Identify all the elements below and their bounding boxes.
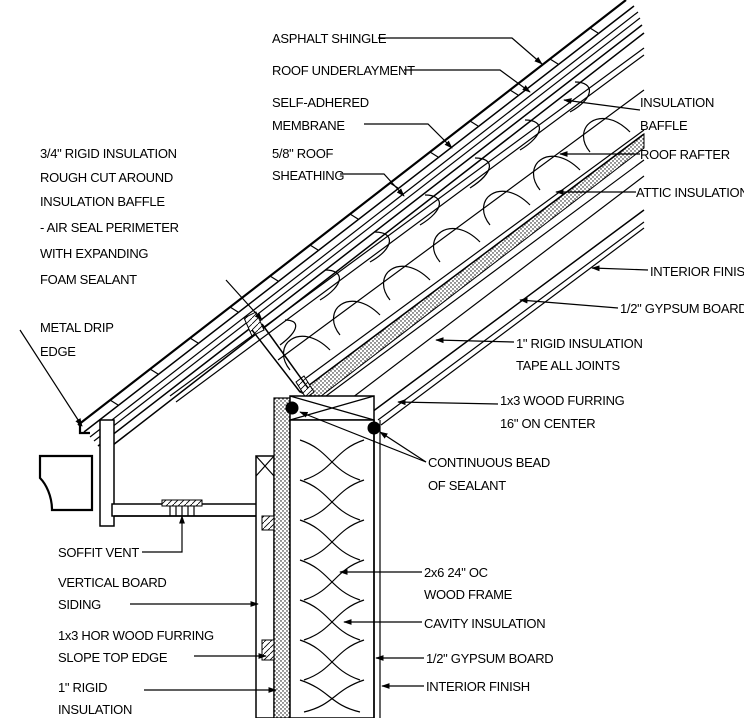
sealant-bead-2 <box>367 421 381 435</box>
label-hor-furring-1: 1x3 HOR WOOD FURRING <box>58 628 214 643</box>
label-rigid-roof-1: 1" RIGID INSULATION <box>516 336 643 351</box>
label-rigid-wall-2: INSULATION <box>58 702 132 717</box>
roof-furring-line <box>371 209 645 413</box>
roof-gypsum-line-2 <box>380 227 645 426</box>
label-furring-roof-2: 16" ON CENTER <box>500 416 595 431</box>
label-wood-frame-1: 2x6 24" OC <box>424 565 488 580</box>
wall-assembly <box>255 395 381 718</box>
label-attic-insulation: ATTIC INSULATION <box>636 185 744 200</box>
rigid-insulation-chunk <box>243 311 265 337</box>
roof-assembly <box>77 0 645 453</box>
label-sealant-2: OF SEALANT <box>428 478 506 493</box>
label-insulation-baffle-1: INSULATION <box>640 95 714 110</box>
label-self-adhered-1: SELF-ADHERED <box>272 95 369 110</box>
label-cavity-insulation: CAVITY INSULATION <box>424 616 545 631</box>
labels: ASPHALT SHINGLE ROOF UNDERLAYMENT SELF-A… <box>40 31 744 717</box>
label-insulation-baffle-2: BAFFLE <box>640 118 688 133</box>
membrane-line <box>93 17 641 442</box>
cavity-insulation <box>299 439 365 713</box>
label-furring-roof-1: 1x3 WOOD FURRING <box>500 393 625 408</box>
label-siding-2: SIDING <box>58 597 101 612</box>
roof-sheathing-top <box>97 24 643 447</box>
wall-rigid-insulation <box>273 397 291 718</box>
label-asphalt-shingle: ASPHALT SHINGLE <box>272 31 387 46</box>
metal-drip-edge <box>78 425 90 435</box>
label-rigid-wall-1: 1" RIGID <box>58 680 107 695</box>
label-rigid-roof-2: TAPE ALL JOINTS <box>516 358 620 373</box>
label-self-adhered-2: MEMBRANE <box>272 118 345 133</box>
baffle-block <box>251 329 301 393</box>
sealant-bead-1 <box>285 401 299 415</box>
label-rigid-baffle-1: 3/4" RIGID INSULATION <box>40 146 177 161</box>
insulation-baffle-line <box>169 47 645 397</box>
label-sheathing-2: SHEATHING <box>272 168 344 183</box>
label-rigid-baffle-4: - AIR SEAL PERIMETER <box>40 220 179 235</box>
gutter <box>38 454 94 512</box>
label-gypsum-wall: 1/2" GYPSUM BOARD <box>426 651 553 666</box>
attic-insulation <box>277 81 645 379</box>
fascia-board <box>99 419 115 527</box>
hor-furring-1 <box>261 515 275 531</box>
label-roof-rafter: ROOF RAFTER <box>640 147 730 162</box>
label-metal-drip-2: EDGE <box>40 344 76 359</box>
insulation-baffle-line-2 <box>175 54 645 403</box>
label-rigid-baffle-5: WITH EXPANDING <box>40 246 148 261</box>
roof-gypsum-line-1 <box>377 221 645 421</box>
label-rigid-baffle-3: INSULATION BAFFLE <box>40 194 165 209</box>
label-roof-underlayment: ROOF UNDERLAYMENT <box>272 63 415 78</box>
label-siding-1: VERTICAL BOARD <box>58 575 167 590</box>
asphalt-shingle-layer <box>77 0 635 433</box>
hor-furring-2 <box>261 639 275 661</box>
wall-cavity <box>289 419 375 718</box>
label-rigid-baffle-6: FOAM SEALANT <box>40 272 137 287</box>
label-rigid-baffle-2: ROUGH CUT AROUND <box>40 170 173 185</box>
label-interior-finish-wall: INTERIOR FINISH <box>426 679 530 694</box>
label-soffit-vent: SOFFIT VENT <box>58 545 139 560</box>
label-wood-frame-2: WOOD FRAME <box>424 587 513 602</box>
baffle-block-2 <box>261 323 309 389</box>
eave-assembly <box>38 419 263 527</box>
label-sealant-1: CONTINUOUS BEAD <box>428 455 550 470</box>
label-gypsum-roof: 1/2" GYPSUM BOARD <box>620 301 744 316</box>
leader-lines <box>19 37 649 693</box>
label-metal-drip-1: METAL DRIP <box>40 320 114 335</box>
roof-interior-lines <box>317 159 645 405</box>
roof-underlayment-line <box>89 11 639 438</box>
roof-rafter-bottom <box>299 133 645 393</box>
siding-top-block <box>255 455 275 477</box>
label-interior-finish-roof: INTERIOR FINISH <box>650 264 744 279</box>
label-hor-furring-2: SLOPE TOP EDGE <box>58 650 168 665</box>
label-sheathing-1: 5/8" ROOF <box>272 146 334 161</box>
soffit-vent-slots <box>169 506 195 516</box>
roof-sheathing-bottom <box>103 32 645 453</box>
vertical-board-siding <box>255 455 275 718</box>
soffit-vent <box>161 499 203 507</box>
